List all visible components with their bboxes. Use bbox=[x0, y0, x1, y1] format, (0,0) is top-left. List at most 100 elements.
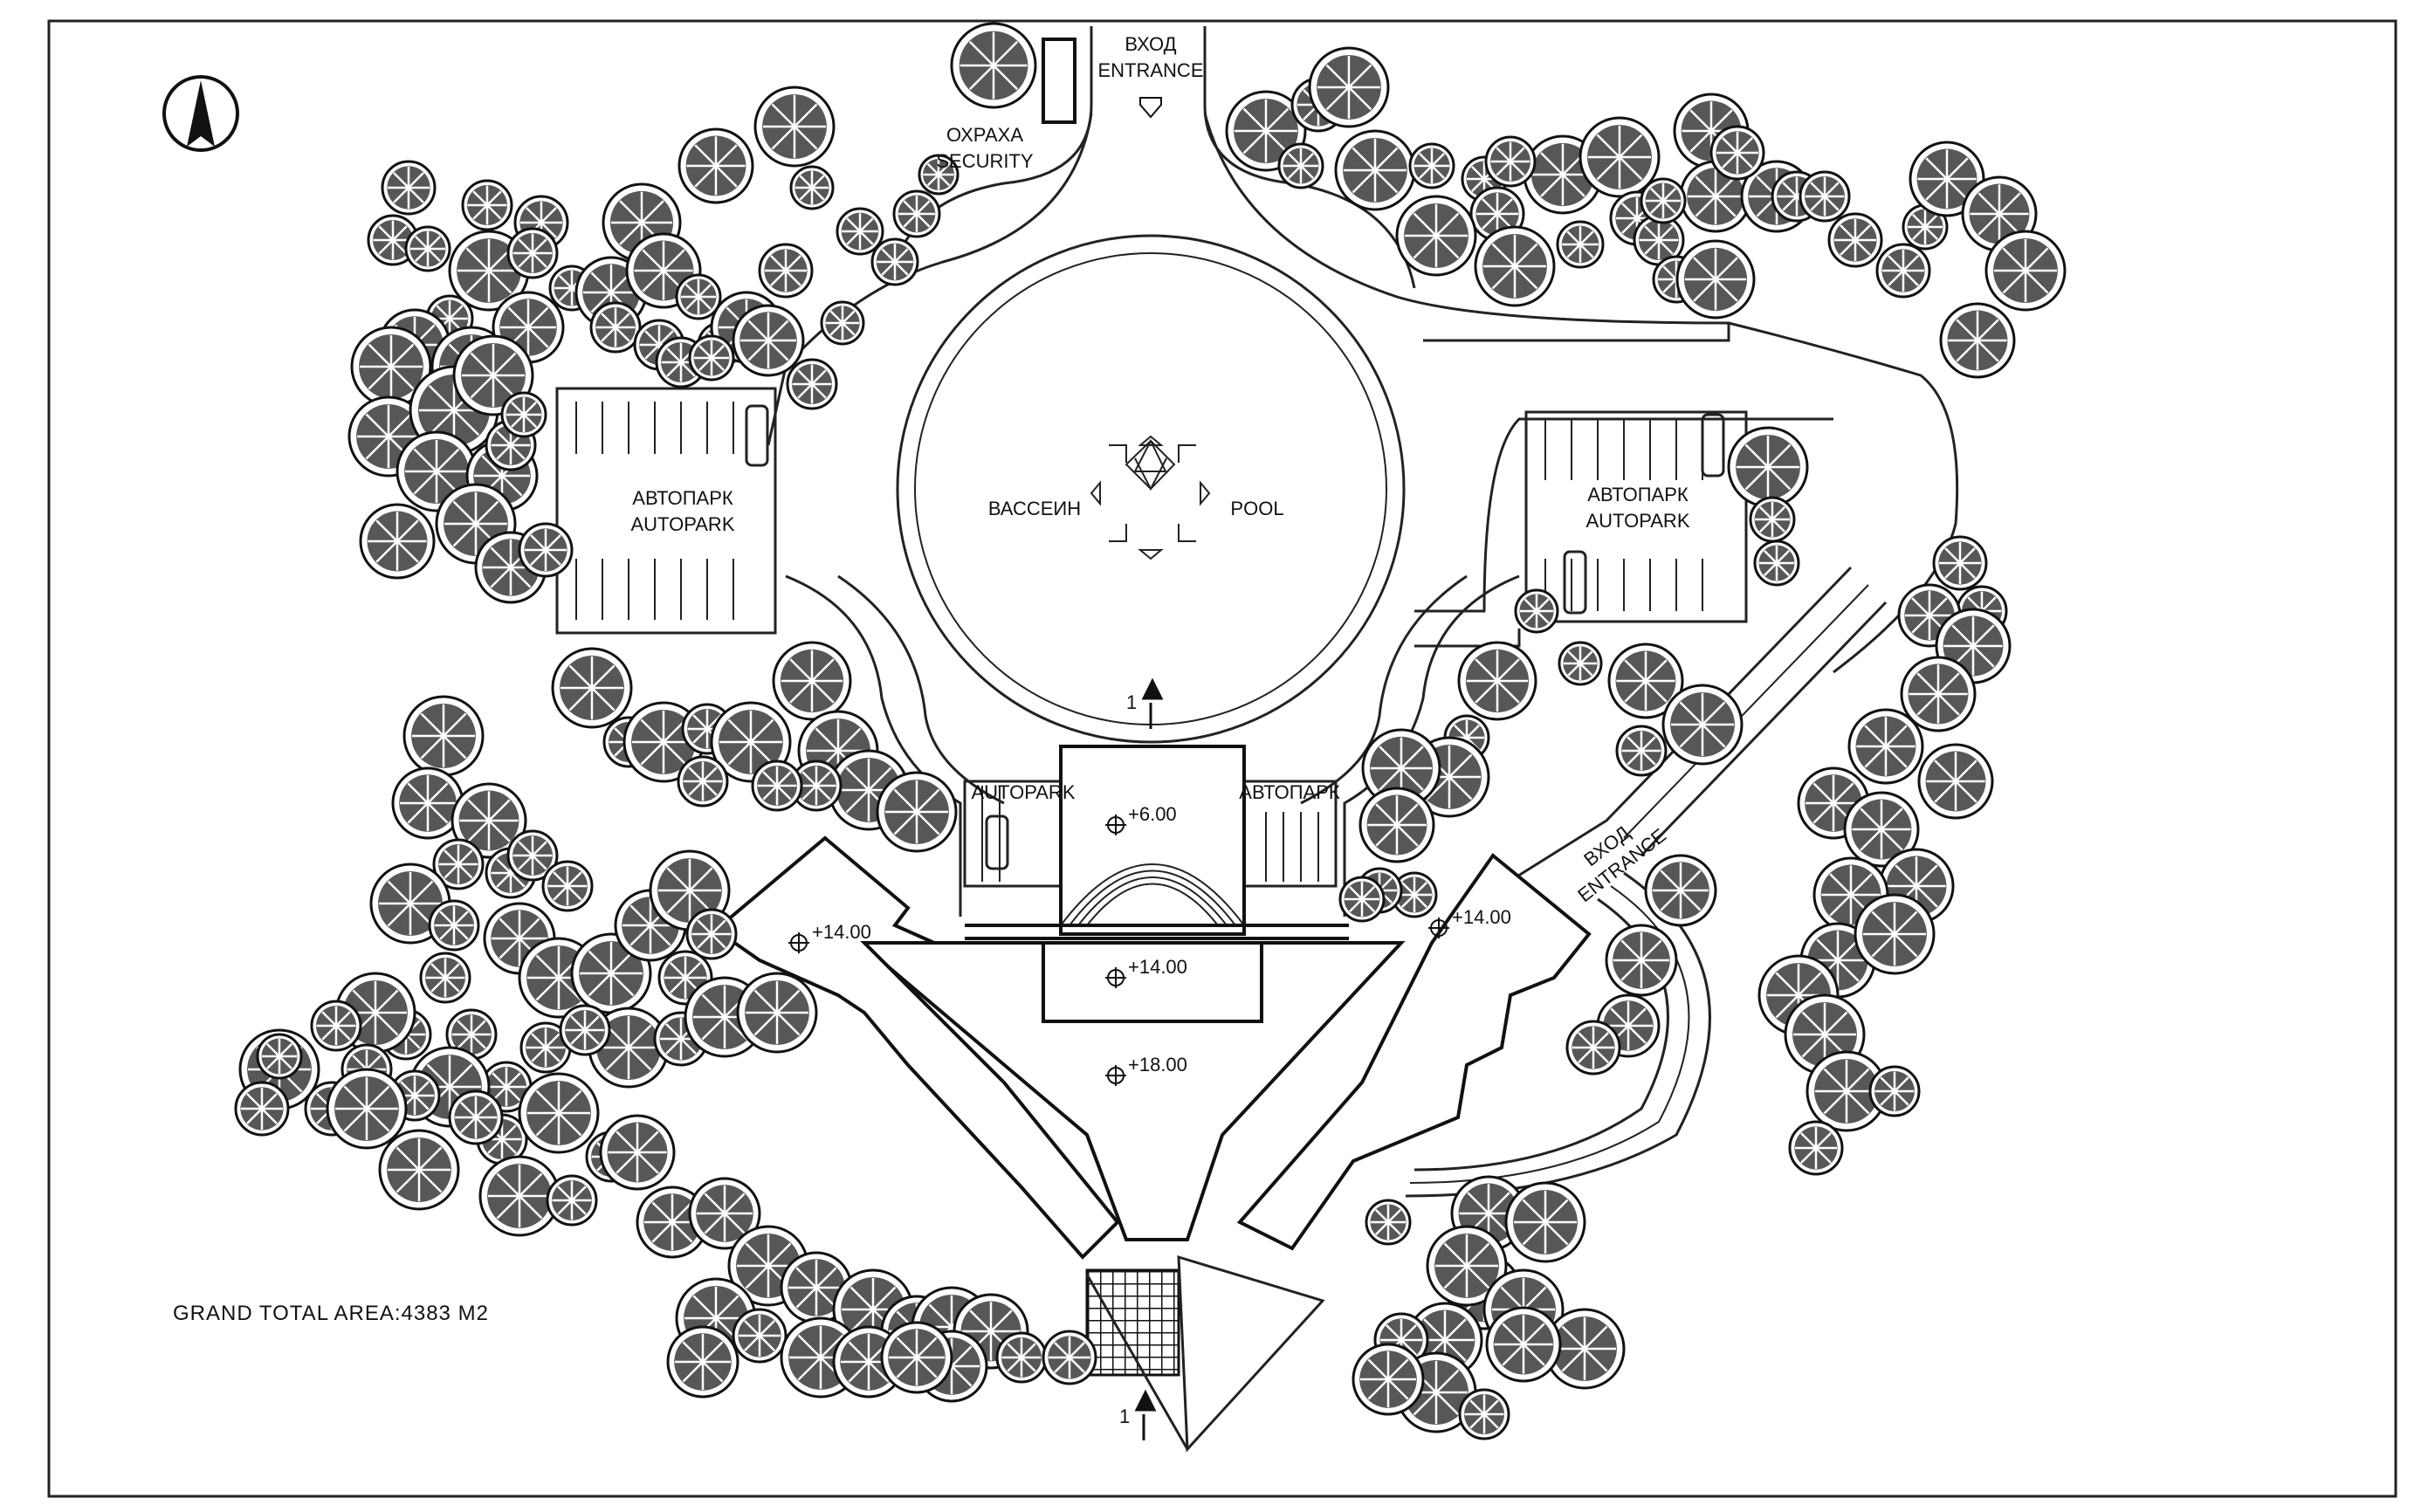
security-en: SECURITY bbox=[936, 150, 1034, 172]
tree-icon bbox=[892, 189, 941, 238]
tree-icon bbox=[758, 243, 814, 299]
svg-text:+14.00: +14.00 bbox=[1128, 956, 1187, 978]
tree-icon bbox=[688, 334, 735, 381]
entrance-top-ru: ВХОД bbox=[1125, 33, 1176, 55]
tree-icon bbox=[1932, 535, 1988, 591]
tree-icon bbox=[1365, 1199, 1412, 1246]
tree-icon bbox=[326, 1068, 408, 1150]
tree-icon bbox=[1504, 1181, 1586, 1263]
tree-icon bbox=[753, 86, 836, 168]
tree-icon bbox=[1709, 125, 1765, 181]
tree-icon bbox=[1558, 641, 1603, 686]
tree-icon bbox=[234, 1081, 290, 1137]
tree-icon bbox=[478, 1155, 561, 1237]
tree-icon bbox=[1847, 708, 1924, 785]
tree-icon bbox=[688, 1177, 761, 1250]
labels: ВХОД ENTRANCE ОХРАХА SECURITY АВТОПАРК A… bbox=[173, 33, 1690, 1440]
svg-text:1: 1 bbox=[1119, 1405, 1130, 1427]
svg-text:+14.00: +14.00 bbox=[812, 921, 871, 943]
level-atrium: +18.00 bbox=[1105, 1054, 1187, 1086]
tree-icon bbox=[1484, 135, 1537, 188]
north-arrow-icon bbox=[162, 75, 239, 152]
tree-icon bbox=[1277, 142, 1324, 189]
tree-icon bbox=[732, 304, 805, 377]
entrance-top-en: ENTRANCE bbox=[1097, 59, 1203, 81]
tree-icon bbox=[1788, 1120, 1844, 1176]
tree-icon bbox=[786, 358, 838, 410]
tree-icon bbox=[1458, 1388, 1510, 1440]
tree-icon bbox=[820, 300, 865, 346]
tree-icon bbox=[1661, 684, 1744, 766]
tree-icon bbox=[395, 430, 478, 512]
tree-icon bbox=[751, 759, 803, 812]
tree-icon bbox=[1338, 876, 1386, 923]
tree-icon bbox=[666, 1325, 739, 1399]
tree-icon bbox=[1605, 924, 1678, 997]
svg-text:1: 1 bbox=[1126, 691, 1137, 713]
parking-left-en: AUTOPARK bbox=[631, 513, 735, 535]
tree-icon bbox=[1753, 540, 1800, 587]
entrance-top-arrow-icon bbox=[1139, 97, 1162, 119]
tree-icon bbox=[461, 179, 513, 231]
pool-fountain bbox=[1090, 435, 1211, 560]
tree-icon bbox=[836, 207, 884, 256]
tree-icon bbox=[359, 503, 436, 580]
tree-icon bbox=[678, 127, 754, 204]
tree-icon bbox=[500, 391, 547, 438]
small-parking-right-label: АВТОПАРК bbox=[1239, 781, 1340, 803]
grand-total-area: GRAND TOTAL AREA:4383 M2 bbox=[173, 1302, 489, 1325]
tree-icon bbox=[732, 1308, 788, 1364]
parking-right-ru: АВТОПАРК bbox=[1587, 484, 1689, 505]
tree-icon bbox=[1408, 142, 1455, 189]
security-ru: ОХРАХА bbox=[946, 124, 1023, 146]
level-left-wing: +14.00 bbox=[788, 921, 871, 953]
tree-icon bbox=[880, 1321, 953, 1394]
section-marker-bottom: 1 bbox=[1119, 1389, 1157, 1440]
tree-icon bbox=[1644, 854, 1717, 927]
tree-icon bbox=[1565, 1020, 1621, 1076]
tree-icon bbox=[677, 755, 729, 808]
tree-icon bbox=[350, 326, 432, 408]
tree-icon bbox=[546, 1174, 598, 1227]
svg-text:+14.00: +14.00 bbox=[1452, 906, 1511, 928]
section-marker-top: 1 bbox=[1126, 677, 1164, 729]
tree-icon bbox=[950, 22, 1037, 109]
tree-icon bbox=[589, 301, 642, 354]
tree-icon bbox=[1474, 225, 1556, 307]
tree-icon bbox=[1939, 302, 2016, 379]
tree-icon bbox=[736, 972, 818, 1054]
parking-left-ru: АВТОПАРК bbox=[632, 487, 733, 509]
tree-icon bbox=[518, 522, 574, 578]
tree-icon bbox=[404, 225, 451, 272]
tree-icon bbox=[402, 695, 485, 777]
tree-icon bbox=[1902, 203, 1949, 251]
tree-icon bbox=[1640, 177, 1687, 224]
tree-icon bbox=[570, 932, 652, 1014]
tree-icon bbox=[1334, 129, 1416, 211]
tree-icon bbox=[451, 782, 527, 859]
tree-icon bbox=[918, 154, 960, 196]
tree-icon bbox=[1607, 643, 1684, 719]
tree-icon bbox=[995, 1331, 1048, 1384]
parking-right bbox=[1524, 410, 1748, 623]
tree-icon bbox=[559, 1004, 611, 1056]
parking-left bbox=[555, 387, 777, 635]
tree-icon bbox=[1308, 46, 1390, 128]
tree-icon bbox=[428, 899, 480, 952]
drawing-frame bbox=[47, 19, 2397, 1498]
tree-icon bbox=[1514, 588, 1559, 634]
tree-icon bbox=[445, 1008, 498, 1061]
tree-icon bbox=[1727, 426, 1809, 508]
parking-right-en: AUTOPARK bbox=[1586, 510, 1690, 532]
pool-label-en: POOL bbox=[1230, 498, 1283, 519]
tree-icon bbox=[675, 273, 722, 320]
tree-icon bbox=[1544, 1308, 1626, 1390]
tree-icon bbox=[1843, 791, 1920, 868]
tree-canopy-group bbox=[234, 22, 2067, 1440]
tree-icon bbox=[506, 829, 559, 882]
tree-icon bbox=[1854, 893, 1936, 975]
tree-icon bbox=[1868, 1065, 1921, 1117]
tree-icon bbox=[1615, 725, 1668, 777]
security-booth bbox=[1042, 38, 1076, 124]
